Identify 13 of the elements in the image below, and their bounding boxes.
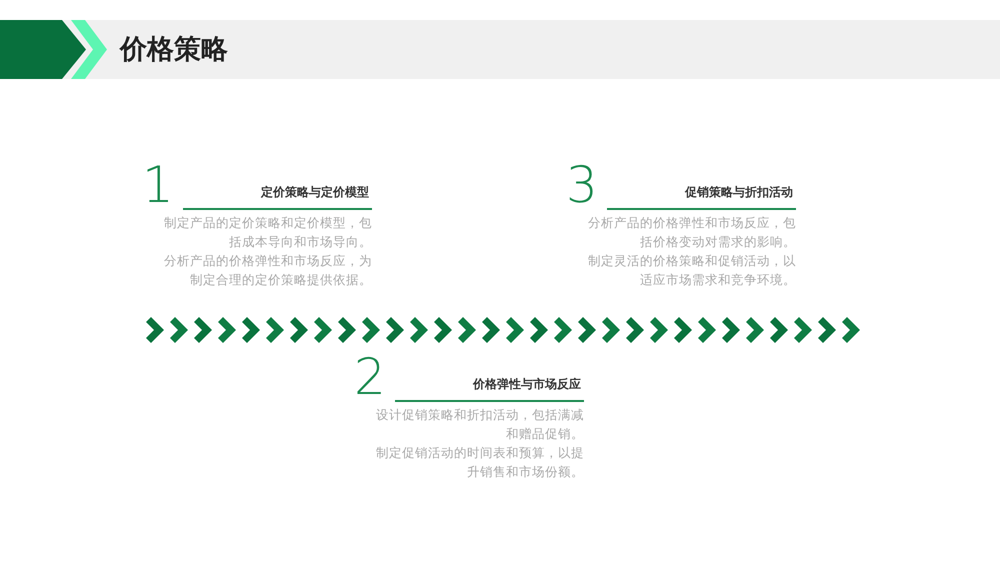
step-number: 2 [354, 355, 386, 399]
step-heading: 价格弹性与市场反应 [473, 376, 581, 392]
step-description: 分析产品的价格弹性和市场反应，为制定合理的定价策略提供依据。 [163, 252, 372, 289]
step-description: 制定促销活动的时间表和预算，以提升销售和市场份额。 [375, 444, 584, 481]
step-number: 1 [142, 163, 174, 207]
step-description: 设计促销策略和折扣活动，包括满减和赠品促销。 [375, 406, 584, 443]
slide-title: 价格策略 [120, 33, 228, 67]
step-description: 分析产品的价格弹性和市场反应，包括价格变动对需求的影响。 [587, 214, 796, 251]
step-description: 制定灵活的价格策略和促销活动，以适应市场需求和竞争环境。 [587, 252, 796, 289]
step-number: 3 [566, 163, 598, 207]
step-description: 制定产品的定价策略和定价模型，包括成本导向和市场导向。 [163, 214, 372, 251]
step-heading: 促销策略与折扣活动 [685, 184, 793, 200]
step-heading: 定价策略与定价模型 [261, 184, 369, 200]
